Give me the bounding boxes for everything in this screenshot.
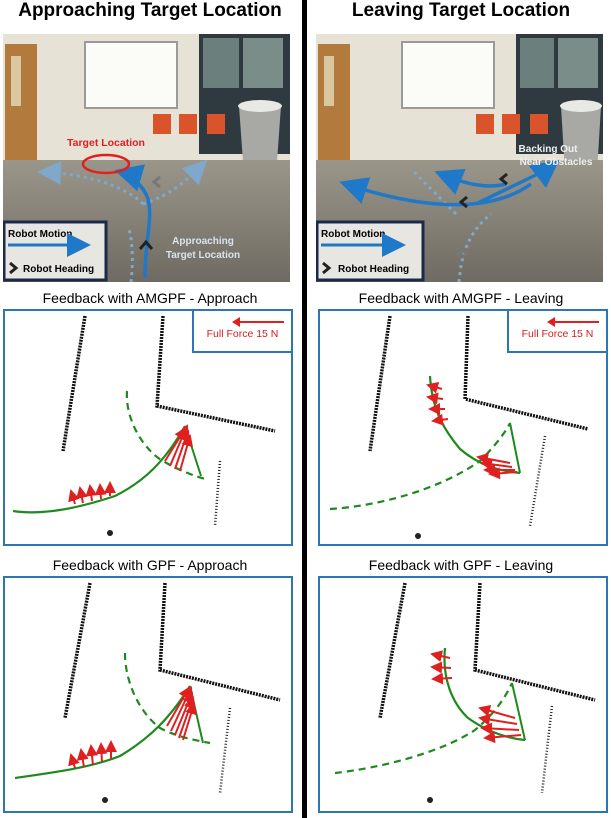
target-location-label: Target Location	[67, 137, 145, 149]
leaving-photo: Backing Out Near Obstacles Robot Motion …	[316, 34, 603, 282]
approach-annotation-line1: Approaching	[172, 236, 234, 247]
approach-column: Approaching Target Location	[0, 0, 300, 818]
approach-gpf-caption: Feedback with GPF - Approach	[52, 557, 248, 573]
column-divider	[302, 0, 307, 818]
leaving-amgpf-map: Full Force 15 N	[318, 309, 608, 546]
heading-chevron-icon	[322, 261, 332, 275]
force-scale-label: Full Force 15 N	[521, 328, 594, 340]
approach-amgpf-caption: Feedback with AMGPF - Approach	[42, 290, 258, 306]
leaving-gpf-caption: Feedback with GPF - Leaving	[368, 557, 554, 573]
heading-chevron-icon	[9, 261, 19, 275]
force-scale-label: Full Force 15 N	[206, 328, 279, 340]
leaving-column: Leaving Target Location	[311, 0, 611, 818]
leaving-annotation-line1: Backing Out	[519, 144, 579, 155]
legend-robot-heading: Robot Heading	[23, 264, 94, 275]
leaving-title: Leaving Target Location	[351, 0, 571, 21]
force-scale-legend: Full Force 15 N	[507, 311, 606, 353]
approach-title: Approaching Target Location	[18, 0, 282, 21]
leaving-scene: Backing Out Near Obstacles Robot Motion …	[316, 34, 603, 282]
approach-annotation-line2: Target Location	[166, 250, 240, 261]
legend-robot-heading: Robot Heading	[338, 264, 409, 275]
leaving-gpf-drawing	[334, 582, 596, 803]
approach-amgpf-map: Full Force 15 N	[3, 309, 293, 546]
approach-gpf-drawing	[14, 582, 281, 803]
legend-robot-motion: Robot Motion	[321, 229, 385, 240]
legend-robot-motion: Robot Motion	[8, 229, 72, 240]
leaving-annotation-line2: Near Obstacles	[520, 157, 593, 168]
leaving-gpf-map	[318, 576, 608, 813]
force-scale-legend: Full Force 15 N	[192, 311, 291, 353]
approach-photo: Target Location Approaching Target Locat…	[3, 34, 290, 282]
approach-gpf-map	[3, 576, 293, 813]
approach-amgpf-drawing	[12, 315, 276, 536]
leaving-amgpf-drawing	[329, 315, 589, 539]
leaving-amgpf-caption: Feedback with AMGPF - Leaving	[358, 290, 564, 306]
approach-scene: Target Location Approaching Target Locat…	[3, 34, 290, 282]
